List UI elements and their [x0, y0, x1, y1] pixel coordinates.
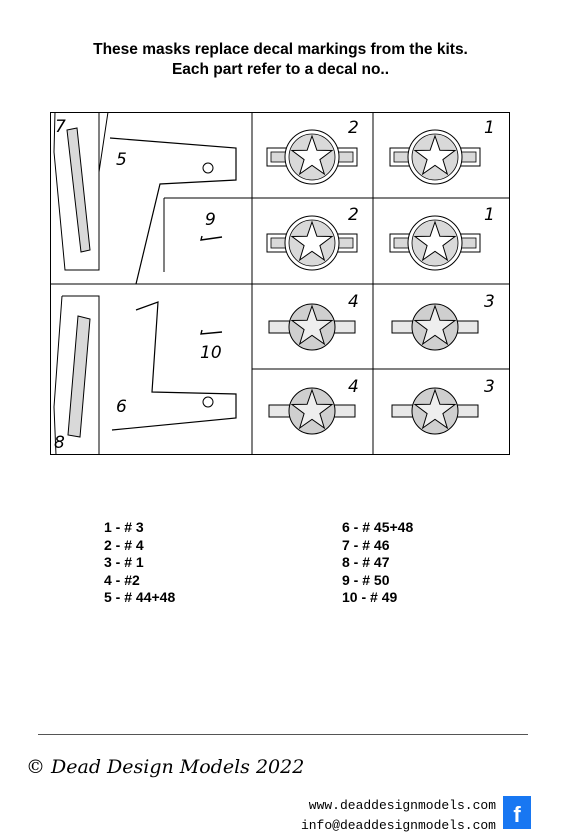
label-part-10: 10 [200, 343, 222, 363]
mask-part-5 [109, 137, 237, 285]
insignia-part-1-lower [389, 215, 481, 271]
mask-part-6 [111, 301, 237, 431]
decal-legend-right: 6 - # 45+48 7 - # 46 8 - # 47 9 - # 50 1… [342, 519, 413, 607]
heading-line-2: Each part refer to a decal no.. [171, 61, 390, 78]
copyright-text: © Dead Design Models 2022 [26, 756, 305, 778]
legend-item: 4 - #2 [104, 571, 140, 588]
label-part-2-upper: 2 [348, 118, 359, 138]
mask-part-10 [200, 329, 223, 335]
label-part-2-lower: 2 [348, 205, 359, 225]
label-part-9: 9 [205, 210, 216, 230]
label-part-5: 5 [116, 150, 127, 170]
insignia-part-3-lower [391, 387, 479, 435]
mask-part-8 [53, 295, 100, 456]
insignia-part-2-lower [266, 215, 358, 271]
email-link[interactable]: info@deaddesignmodels.com [300, 818, 496, 833]
insignia-part-4-upper [268, 303, 356, 351]
insignia-part-4-lower [268, 387, 356, 435]
decal-legend-left: 1 - # 3 2 - # 4 3 - # 1 4 - #2 5 - # 44+… [104, 519, 175, 607]
label-part-1-lower: 1 [484, 205, 495, 225]
label-part-8: 8 [54, 433, 65, 453]
legend-item: 7 - # 46 [342, 536, 390, 553]
contact-block: www.deaddesignmodels.com info@deaddesign… [250, 796, 496, 836]
mask-part-9 [200, 235, 223, 241]
legend-item: 10 - # 49 [342, 589, 398, 605]
facebook-icon[interactable]: f [503, 796, 531, 829]
label-part-1-upper: 1 [484, 118, 495, 138]
legend-item: 3 - # 1 [104, 554, 144, 570]
label-part-7: 7 [55, 117, 66, 137]
insignia-part-3-upper [391, 303, 479, 351]
legend-item: 8 - # 47 [342, 554, 390, 570]
legend-item: 5 - # 44+48 [104, 589, 176, 605]
label-part-3-upper: 3 [484, 292, 495, 312]
insignia-part-2-upper [266, 129, 358, 185]
legend-item: 1 - # 3 [104, 519, 144, 535]
mask-part-7 [53, 112, 109, 271]
label-part-4-upper: 4 [348, 292, 359, 312]
legend-item: 2 - # 4 [104, 536, 144, 553]
label-part-3-lower: 3 [484, 377, 495, 397]
website-link[interactable]: www.deaddesignmodels.com [308, 798, 496, 813]
mask-sheet: 7 5 9 10 6 8 2 1 2 1 4 3 4 3 [50, 112, 510, 456]
footer-divider [38, 734, 528, 735]
label-part-4-lower: 4 [348, 377, 359, 397]
heading-line-1: These masks replace decal markings from … [93, 41, 468, 58]
insignia-part-1-upper [389, 129, 481, 185]
legend-item: 6 - # 45+48 [342, 519, 414, 535]
instructions-heading: These masks replace decal markings from … [0, 40, 561, 80]
legend-item: 9 - # 50 [342, 571, 390, 588]
label-part-6: 6 [116, 397, 127, 417]
